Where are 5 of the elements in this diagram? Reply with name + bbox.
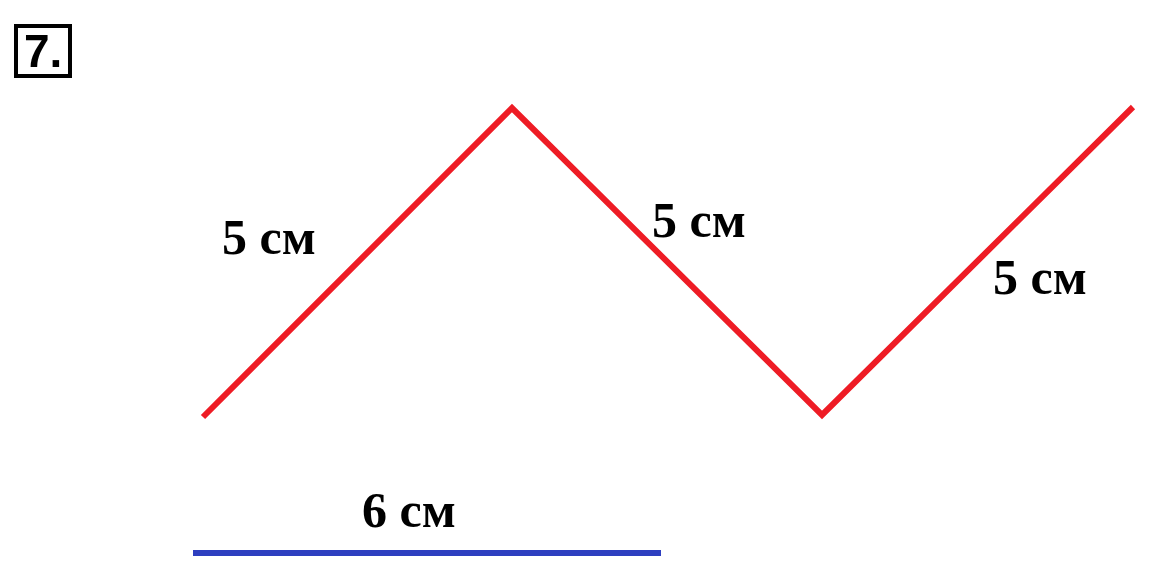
- dimension-label: 6 см: [362, 485, 456, 535]
- task-number: 7.: [14, 24, 73, 78]
- dimension-label: 5 см: [993, 252, 1087, 302]
- dimension-label: 5 см: [222, 212, 316, 262]
- dimension-label: 5 см: [652, 195, 746, 245]
